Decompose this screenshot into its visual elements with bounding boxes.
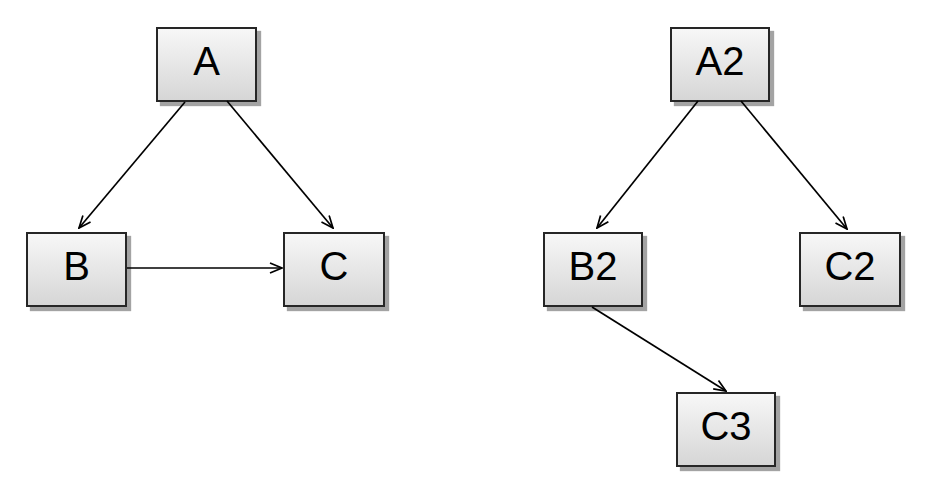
node-label-A: A bbox=[193, 39, 220, 83]
edge-A-C[interactable] bbox=[227, 101, 333, 228]
edge-B2-C3[interactable] bbox=[592, 307, 726, 391]
edge-A-B[interactable] bbox=[79, 102, 185, 228]
node-label-C2: C2 bbox=[824, 244, 875, 288]
node-label-A2: A2 bbox=[696, 39, 745, 83]
node-label-C3: C3 bbox=[700, 404, 751, 448]
edge-A2-C2[interactable] bbox=[741, 101, 847, 229]
edge-A2-B2[interactable] bbox=[597, 101, 698, 228]
node-label-C: C bbox=[320, 244, 349, 288]
node-label-B2: B2 bbox=[569, 244, 618, 288]
node-label-B: B bbox=[63, 244, 90, 288]
